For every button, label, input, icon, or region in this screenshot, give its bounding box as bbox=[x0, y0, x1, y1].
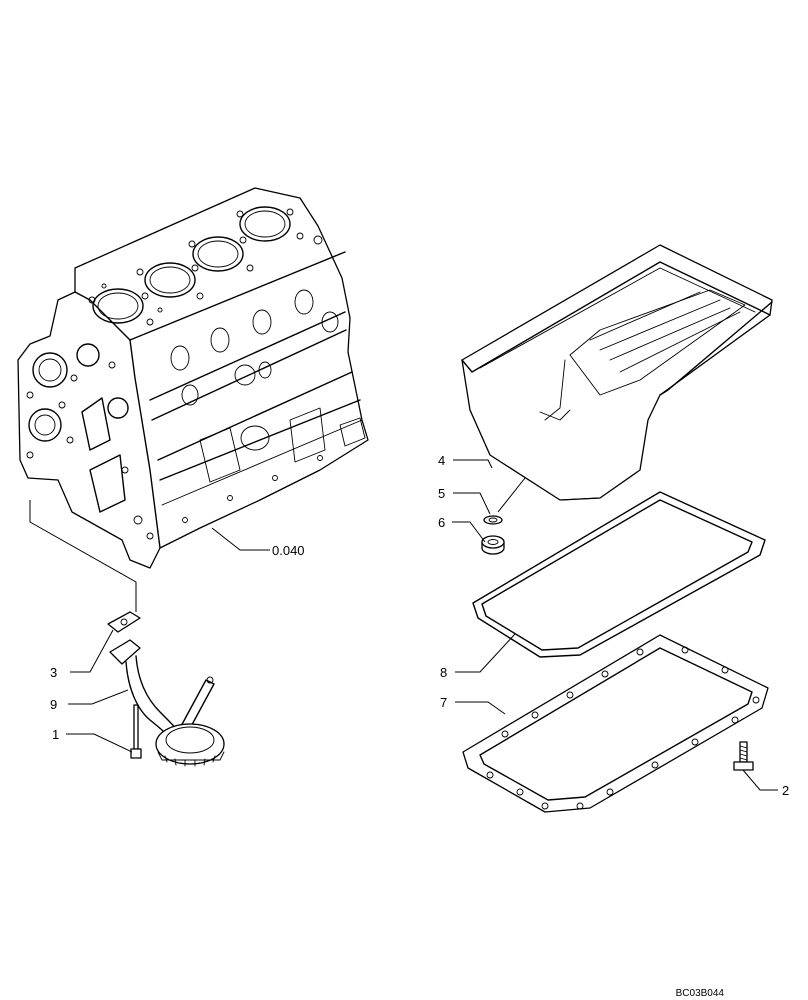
callout-4: 4 bbox=[438, 453, 445, 468]
oil-pan-adapter-plate bbox=[462, 634, 769, 813]
callout-6: 6 bbox=[438, 515, 445, 530]
drawing-code: BC03B044 bbox=[676, 988, 725, 999]
callout-3: 3 bbox=[50, 665, 57, 680]
callout-5: 5 bbox=[438, 486, 445, 501]
callout-1: 1 bbox=[52, 727, 59, 742]
callout-2: 2 bbox=[782, 783, 789, 798]
callout-7: 7 bbox=[440, 695, 447, 710]
pickup-gasket bbox=[107, 611, 141, 633]
oil-pickup-tube bbox=[109, 639, 225, 767]
drain-washer bbox=[483, 515, 503, 525]
callout-block-ref: 0.040 bbox=[272, 543, 305, 558]
callout-9: 9 bbox=[50, 697, 57, 712]
drain-plug bbox=[481, 535, 505, 555]
callout-8: 8 bbox=[440, 665, 447, 680]
pan-bolt bbox=[733, 741, 754, 771]
oil-pan-gasket bbox=[472, 491, 766, 658]
oil-pan bbox=[461, 244, 773, 501]
pickup-bolt bbox=[130, 704, 142, 759]
leader-lines bbox=[29, 459, 778, 791]
engine-block bbox=[17, 187, 369, 569]
